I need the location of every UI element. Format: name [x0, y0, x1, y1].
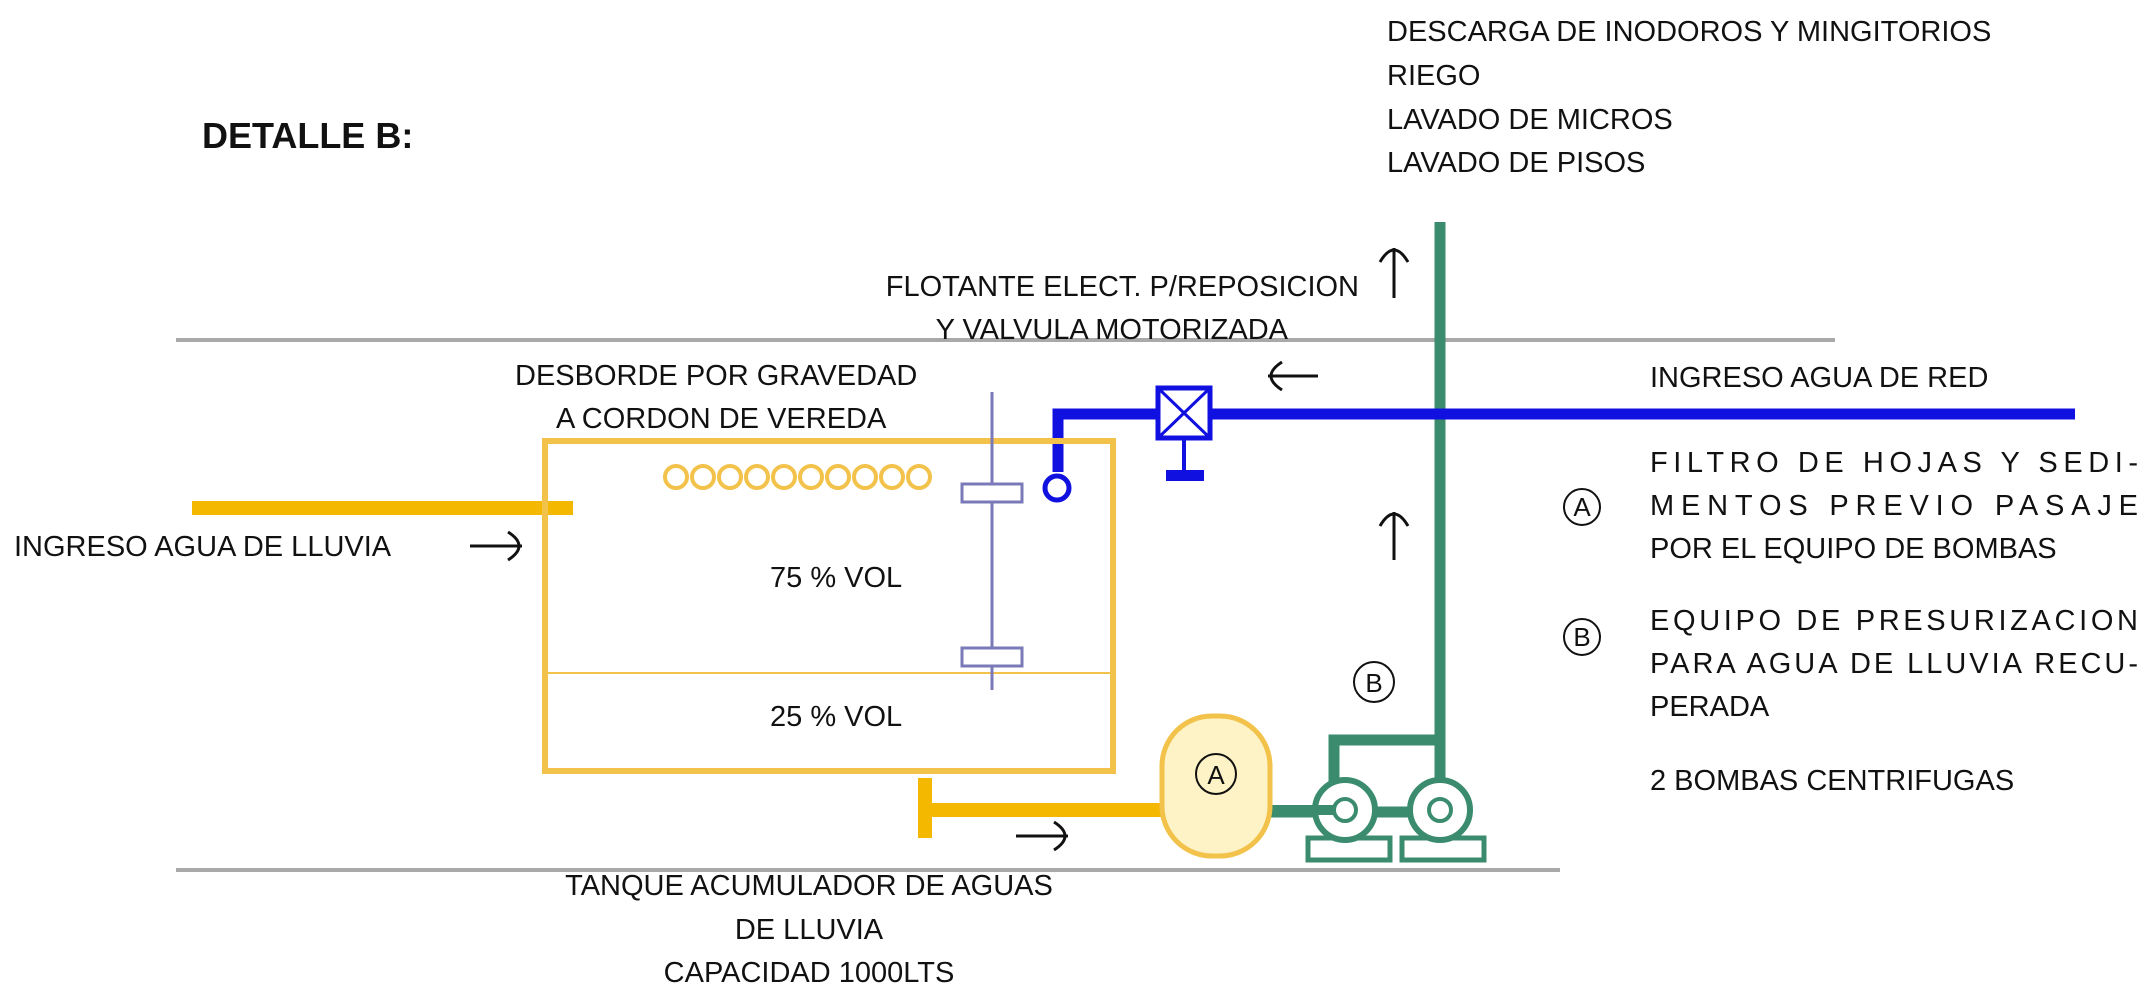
legend-a-line-3: POR EL EQUIPO DE BOMBAS [1650, 533, 2057, 565]
pumps-label: 2 BOMBAS CENTRIFUGAS [1650, 765, 2014, 797]
float-valve-label-2: Y VALVULA MOTORIZADA [936, 314, 1289, 346]
tank-caption-2: DE LLUVIA [735, 914, 884, 946]
pump-badge-circle [1353, 661, 1395, 703]
legend-b-line-1: EQUIPO DE PRESURIZACION [1650, 605, 2138, 637]
tank-caption-3: CAPACIDAD 1000LTS [664, 957, 955, 987]
overflow-openings [663, 464, 932, 490]
rainwater-tank [542, 438, 1116, 774]
use-label-1: DESCARGA DE INODOROS Y MINGITORIOS [1387, 16, 1991, 48]
leaf-sediment-filter [1159, 713, 1273, 859]
rain-inlet-label: INGRESO AGUA DE LLUVIA [14, 531, 392, 563]
diagram-title: DETALLE B: [202, 115, 413, 156]
filter-badge-circle [1195, 753, 1237, 795]
float-switch [1042, 473, 1072, 503]
legend-b-circle [1563, 618, 1601, 656]
legend-a-letter: A [1573, 492, 1591, 522]
mains-inlet-label: INGRESO AGUA DE RED [1650, 362, 1988, 394]
centrifugal-pump-2 [1399, 777, 1487, 863]
mains-water-pipe [1052, 408, 2075, 472]
filter-badge-letter: A [1207, 760, 1225, 790]
pump-riser-pipe [1270, 222, 1446, 818]
level-gauge [960, 392, 1024, 690]
centrifugal-pump-1 [1270, 777, 1393, 863]
use-label-4: LAVADO DE PISOS [1387, 147, 1645, 179]
tank-lower-volume: 25 % VOL [770, 701, 902, 733]
overflow-label-1: DESBORDE POR GRAVEDAD [515, 360, 917, 392]
legend-a-circle [1563, 488, 1601, 526]
legend-b-line-3: PERADA [1650, 691, 1770, 723]
float-valve-label-1: FLOTANTE ELECT. P/REPOSICION [886, 271, 1359, 303]
flow-arrow-right-rain-icon [470, 530, 522, 562]
use-label-3: LAVADO DE MICROS [1387, 104, 1673, 136]
tank-caption-1: TANQUE ACUMULADOR DE AGUAS [565, 870, 1053, 902]
flow-arrow-left-mains-icon [1268, 360, 1318, 392]
legend-a-line-1: FILTRO DE HOJAS Y SEDI- [1650, 447, 2138, 479]
tank-outlet-pipe [918, 778, 1162, 838]
legend-a-line-2: MENTOS PREVIO PASAJE [1650, 490, 2138, 522]
flow-arrow-up-top-icon [1378, 248, 1410, 298]
overflow-label-2: A CORDON DE VEREDA [556, 403, 887, 435]
pump-badge-letter: B [1365, 668, 1382, 698]
tank-upper-volume: 75 % VOL [770, 562, 902, 594]
use-label-2: RIEGO [1387, 60, 1480, 92]
legend-b-letter: B [1573, 622, 1590, 652]
flow-arrow-up-pipe-icon [1378, 512, 1410, 560]
motorized-valve [1155, 385, 1213, 481]
flow-arrow-right-outlet-icon [1016, 820, 1068, 852]
legend-b-line-2: PARA AGUA DE LLUVIA RECU- [1650, 648, 2138, 680]
